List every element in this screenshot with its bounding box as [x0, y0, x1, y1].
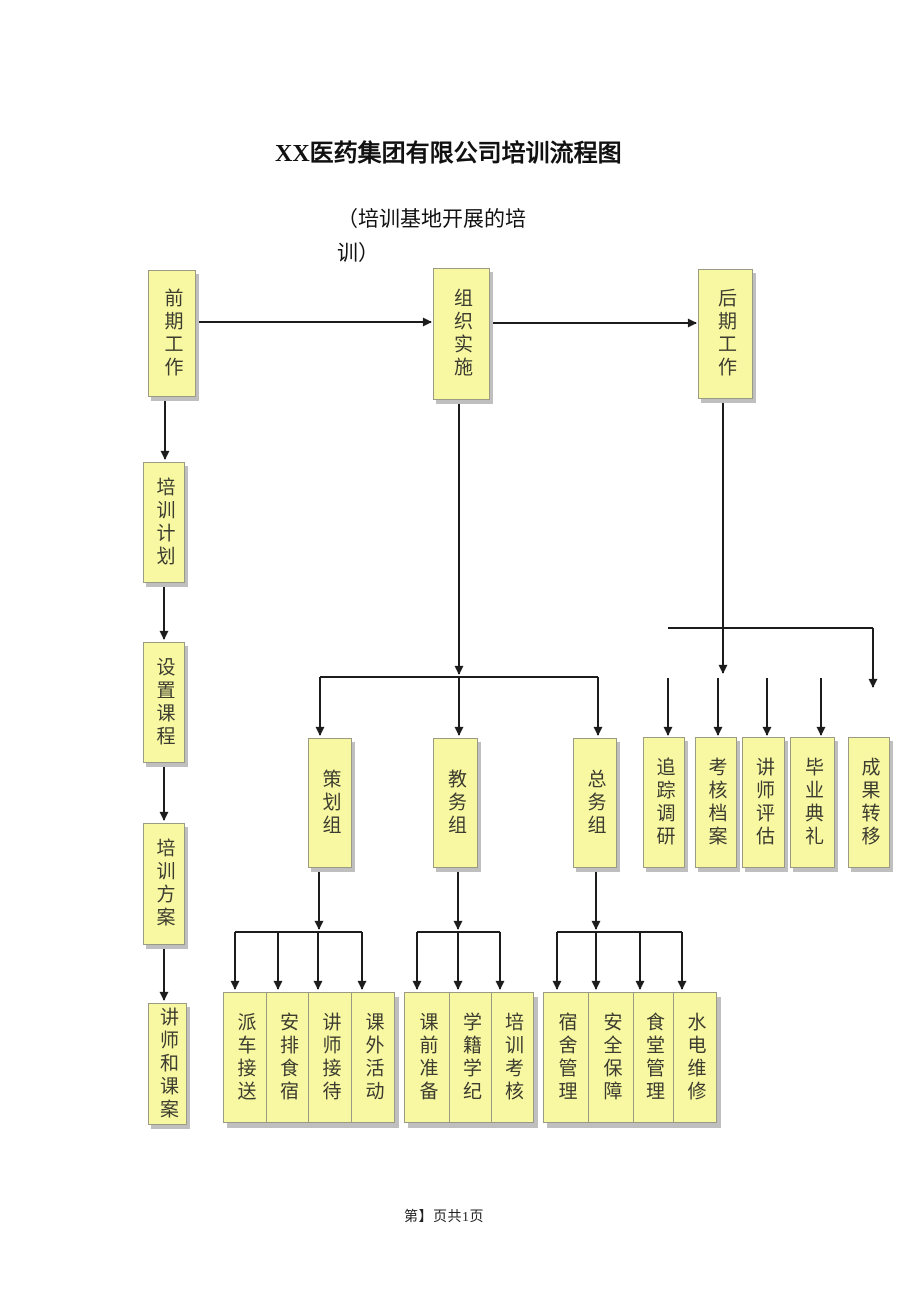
node-jiangshi-pinggu: 讲师评估 — [742, 737, 785, 868]
node-cehua-zu: 策划组 — [308, 738, 352, 868]
node-jiaowu-zu: 教务组 — [433, 738, 478, 868]
node-keqian-zhunbei: 课前准备 — [405, 993, 449, 1122]
page-subtitle-line1: （培训基地开展的培 — [337, 207, 526, 231]
node-biye-dianli: 毕业典礼 — [790, 737, 835, 868]
strip-jiaowu-tasks: 课前准备学籍学纪培训考核 — [404, 992, 534, 1123]
page-subtitle-line2: 训） — [337, 241, 379, 265]
strip-cehua-tasks: 派车接送安排食宿讲师接待课外活动 — [223, 992, 395, 1123]
node-jiangshi-he-kean: 讲师和课案 — [148, 1003, 187, 1125]
node-paiche-jiesong: 派车接送 — [224, 993, 266, 1122]
node-zhuizong-diaoyan: 追踪调研 — [643, 737, 685, 868]
node-zongwu-zu: 总务组 — [573, 738, 617, 868]
node-shezhi-kecheng: 设置课程 — [143, 642, 185, 763]
node-anquan-baozhang: 安全保障 — [588, 993, 633, 1122]
node-xueji-xueji: 学籍学纪 — [449, 993, 491, 1122]
node-qianqi-gongzuo: 前期工作 — [148, 270, 196, 397]
strip-zongwu-tasks: 宿舍管理安全保障食堂管理水电维修 — [543, 992, 717, 1123]
node-shuidian-weixiu: 水电维修 — [673, 993, 716, 1122]
page-title: XX医药集团有限公司培训流程图 — [275, 141, 622, 167]
page-footer: 第】页共1页 — [404, 1210, 484, 1225]
node-sushe-guanli: 宿舍管理 — [544, 993, 588, 1122]
node-shitang-guanli: 食堂管理 — [633, 993, 673, 1122]
node-peixun-kaohe: 培训考核 — [491, 993, 533, 1122]
node-peixun-fangan: 培训方案 — [143, 823, 185, 945]
node-kaohe-dangan: 考核档案 — [695, 737, 737, 868]
node-chengguo-zhuanyi: 成果转移 — [848, 737, 890, 868]
node-zuzhi-shishi: 组织实施 — [433, 268, 490, 400]
node-houqi-gongzuo: 后期工作 — [698, 269, 753, 399]
node-anpai-shisu: 安排食宿 — [266, 993, 308, 1122]
page-subtitle: （培训基地开展的培 训） — [337, 202, 526, 270]
node-kewai-huodong: 课外活动 — [351, 993, 394, 1122]
node-peixun-jihua: 培训计划 — [143, 462, 185, 583]
node-jiangshi-jiedai: 讲师接待 — [308, 993, 351, 1122]
